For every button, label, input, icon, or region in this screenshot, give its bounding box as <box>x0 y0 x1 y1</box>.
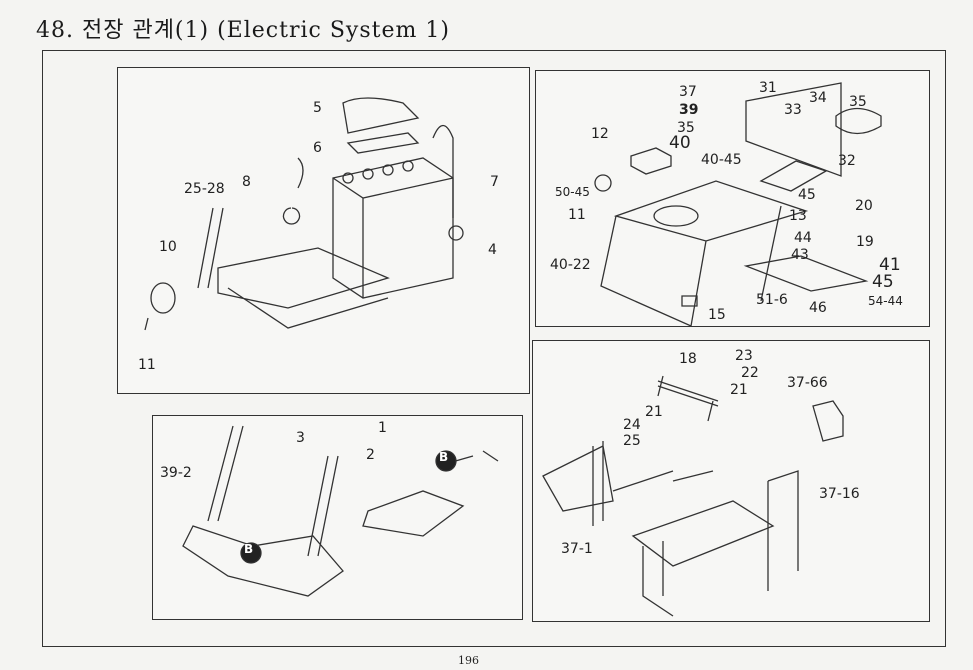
callout-39: 39 <box>679 102 699 118</box>
callout-7: 7 <box>490 174 499 190</box>
diagram-frame <box>42 50 946 647</box>
battery-assembly-drawing <box>144 97 464 331</box>
callout-31: 31 <box>759 80 777 96</box>
callout-33: 33 <box>784 102 802 118</box>
callout-41: 41 <box>879 255 901 275</box>
callout-19: 19 <box>856 234 874 250</box>
panel-battery: 5 6 8 7 25-28 10 4 11 <box>117 67 530 394</box>
callout-20: 20 <box>855 198 873 214</box>
callout-44: 44 <box>794 230 812 246</box>
callout-1: 1 <box>378 420 387 436</box>
callout-51-6: 51-6 <box>756 292 788 308</box>
callout-37-16: 37-16 <box>819 486 860 502</box>
callout-21: 21 <box>730 382 748 398</box>
callout-25-28: 25-28 <box>184 181 225 197</box>
callout-40-45: 40-45 <box>701 152 742 168</box>
callout-11: 11 <box>138 357 156 373</box>
callout-43: 43 <box>791 247 809 263</box>
callout-22: 22 <box>741 365 759 381</box>
callout-4: 4 <box>488 242 497 258</box>
callout-46: 46 <box>809 300 827 316</box>
callout-37-66: 37-66 <box>787 375 828 391</box>
frame-assembly-drawing <box>542 375 844 617</box>
callout-37-1: 37-1 <box>561 541 593 557</box>
callout-23: 23 <box>735 348 753 364</box>
callout-32: 32 <box>838 153 856 169</box>
callout-6: 6 <box>313 140 322 156</box>
callout-10: 10 <box>159 239 177 255</box>
callout-45b: 45 <box>872 272 894 292</box>
callout-8: 8 <box>242 174 251 190</box>
callout-12: 12 <box>591 126 609 142</box>
callout-11: 11 <box>568 207 586 223</box>
callout-2: 2 <box>366 447 375 463</box>
callout-13: 13 <box>789 208 807 224</box>
callout-b-left: B <box>244 542 254 556</box>
callout-5: 5 <box>313 100 322 116</box>
panel-dashboard: 37 39 35 40 12 31 34 33 35 40-45 32 50-4… <box>535 70 930 327</box>
callout-45: 45 <box>798 187 816 203</box>
callout-50-45: 50-45 <box>555 185 590 199</box>
callout-35: 35 <box>677 120 695 136</box>
callout-21b: 21 <box>645 404 663 420</box>
callout-25: 25 <box>623 433 641 449</box>
callout-3: 3 <box>296 430 305 446</box>
callout-37: 37 <box>679 84 697 100</box>
callout-34: 34 <box>809 90 827 106</box>
callout-40-22: 40-22 <box>550 257 591 273</box>
panel-harness: B B 3 1 2 39-2 <box>152 415 523 620</box>
callout-24: 24 <box>623 417 641 433</box>
callout-b-right: B <box>439 450 449 464</box>
callout-39-2: 39-2 <box>160 465 192 481</box>
page-title: 48. 전장 관계(1) (Electric System 1) <box>36 18 450 43</box>
callout-35b: 35 <box>849 94 867 110</box>
callout-18: 18 <box>679 351 697 367</box>
panel-frame: 18 23 22 21 37-66 21 24 25 37-16 37-1 <box>532 340 930 622</box>
page-number: 196 <box>458 654 479 667</box>
dashboard-assembly-drawing <box>594 82 882 326</box>
callout-15: 15 <box>708 307 726 323</box>
harness-routing-drawing <box>182 425 499 597</box>
callout-54-44: 54-44 <box>868 294 903 308</box>
callout-40: 40 <box>669 133 691 153</box>
